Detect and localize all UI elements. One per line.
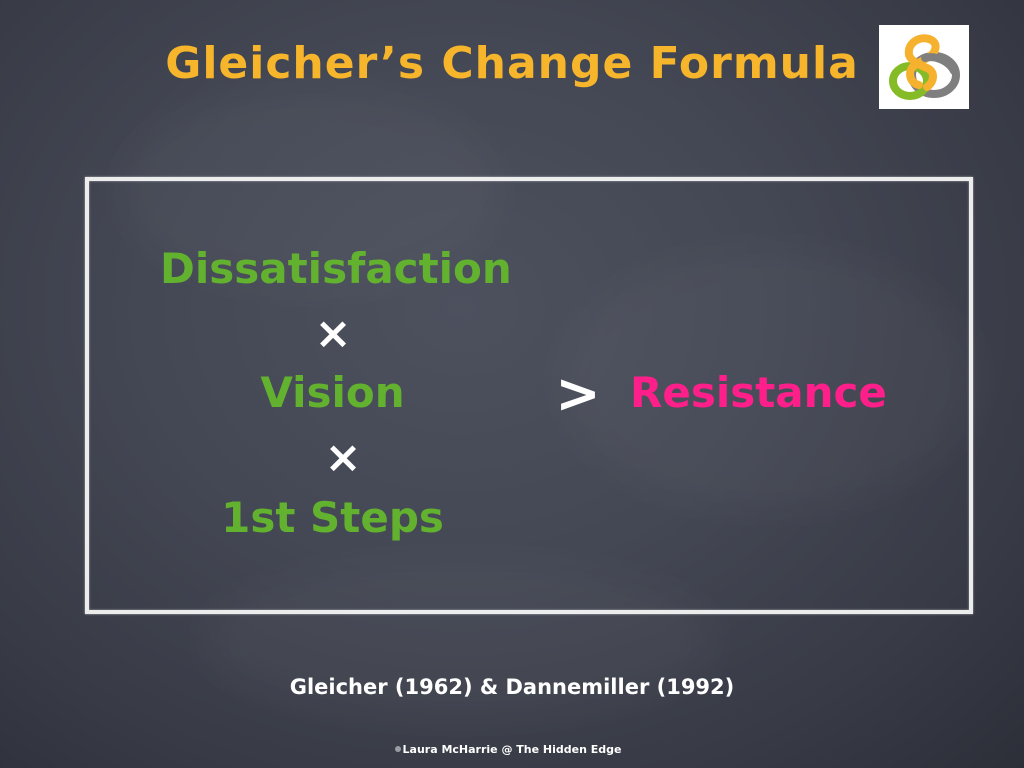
result-resistance: Resistance	[630, 368, 887, 417]
footer-credit: Laura McHarrie @ The Hidden Edge	[402, 743, 622, 756]
formula-frame	[85, 177, 973, 614]
interlocking-rings-logo-icon	[889, 34, 960, 100]
slide-title: Gleicher’s Change Formula	[165, 38, 859, 89]
greater-than-symbol: >	[555, 362, 601, 425]
multiply-symbol: ×	[324, 432, 362, 483]
bullet-icon	[395, 746, 401, 752]
factor-vision: Vision	[260, 368, 405, 417]
factor-first-steps: 1st Steps	[221, 493, 444, 542]
citation: Gleicher (1962) & Dannemiller (1992)	[289, 675, 735, 699]
factor-dissatisfaction: Dissatisfaction	[160, 244, 512, 293]
logo	[879, 25, 969, 109]
multiply-symbol: ×	[314, 308, 352, 359]
